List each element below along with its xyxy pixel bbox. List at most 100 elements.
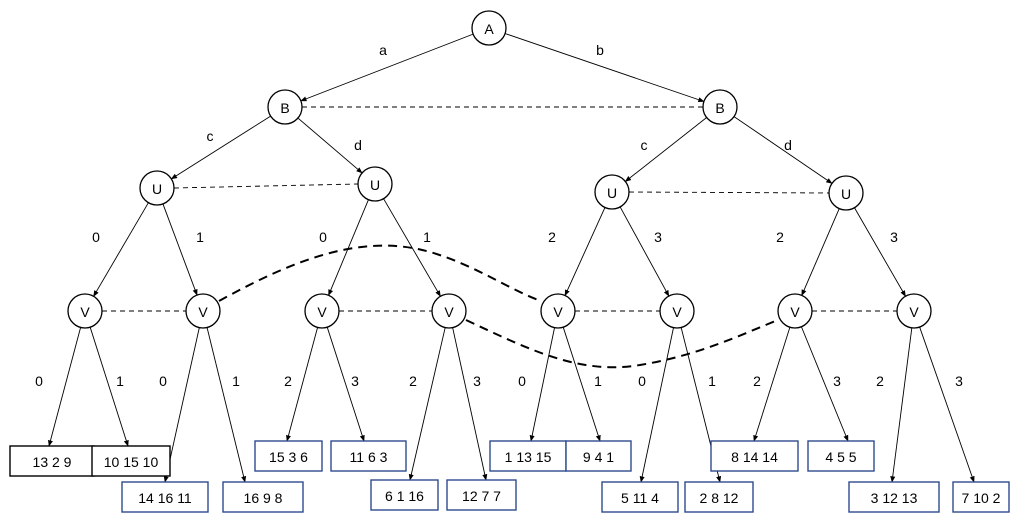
edge-label: 2 <box>284 373 292 389</box>
edge-b1-u2 <box>297 117 363 174</box>
payoff-value: 14 16 11 <box>138 490 192 506</box>
node-circle <box>659 293 695 329</box>
payoff-value: 3 12 13 <box>871 490 918 506</box>
payoff-value: 4 5 5 <box>825 449 856 465</box>
edge-label: 2 <box>753 373 761 389</box>
node-label: U <box>841 186 851 202</box>
edge-u1-v2 <box>162 203 198 296</box>
payoff-box-border <box>370 479 439 511</box>
payoff-box-l5: 15 3 6 <box>254 440 323 472</box>
payoff-box-border <box>121 481 209 513</box>
edge-a-b1 <box>300 33 474 102</box>
payoff-box-border <box>710 440 799 472</box>
edge-label: 1 <box>708 373 716 389</box>
node-u1: U <box>139 170 175 206</box>
information-set-curve <box>218 244 542 302</box>
payoff-box-l11: 5 11 4 <box>601 481 679 513</box>
edge-v4-l7 <box>408 327 446 481</box>
node-circle <box>304 293 340 329</box>
edge-v7-l13 <box>753 327 791 442</box>
node-circle <box>777 293 813 329</box>
node-v1: V <box>67 293 103 329</box>
edge-v1-l2 <box>89 327 129 447</box>
payoff-box-border <box>601 481 679 513</box>
payoff-value: 16 9 8 <box>244 490 283 506</box>
payoff-value: 8 14 14 <box>731 449 778 465</box>
node-circle <box>267 89 303 125</box>
information-set-line <box>173 183 359 189</box>
edge-label: 2 <box>876 373 884 389</box>
node-u4: U <box>828 175 864 211</box>
edge-v3-l5 <box>286 327 319 442</box>
payoff-value: 9 4 1 <box>583 449 614 465</box>
node-label: V <box>672 304 682 320</box>
edge-v2-l4 <box>206 327 247 483</box>
edge-label: 1 <box>594 373 602 389</box>
edge-label: 3 <box>473 373 481 389</box>
edge-label: a <box>379 42 387 58</box>
payoff-box-l14: 4 5 5 <box>807 440 875 472</box>
payoff-box-l2: 10 15 10 <box>91 445 171 477</box>
node-circle <box>431 293 467 329</box>
payoff-value: 5 11 4 <box>621 490 659 506</box>
edge-v5-l9 <box>529 327 555 442</box>
node-label: V <box>444 304 454 320</box>
payoff-box-l8: 12 7 7 <box>446 479 517 511</box>
node-label: U <box>152 181 162 197</box>
node-v8: V <box>896 293 932 329</box>
edge-label: c <box>641 137 648 153</box>
node-label: B <box>715 100 724 116</box>
node-b2: B <box>702 89 738 125</box>
payoff-box-l6: 11 6 3 <box>330 440 407 472</box>
information-sets <box>102 106 897 369</box>
node-label: V <box>80 304 90 320</box>
node-circle <box>702 89 738 125</box>
edge-u4-v7 <box>801 208 840 296</box>
node-label: V <box>198 304 208 320</box>
edge-label: 2 <box>409 373 417 389</box>
edge-v5-l10 <box>562 327 601 442</box>
edge-v6-l11 <box>639 327 674 483</box>
edge-label: d <box>354 137 362 153</box>
payoff-box-border <box>489 440 567 472</box>
payoff-value: 11 6 3 <box>350 449 388 465</box>
node-circle <box>896 293 932 329</box>
payoff-box-l13: 8 14 14 <box>710 440 799 472</box>
payoff-box-border <box>565 440 632 472</box>
node-v2: V <box>185 293 221 329</box>
edge-u3-v5 <box>564 207 606 297</box>
payoff-box-border <box>254 440 323 472</box>
edge-label: 1 <box>116 373 124 389</box>
payoff-box-border <box>952 481 1010 513</box>
edge-u3-v6 <box>619 206 670 297</box>
payoff-value: 15 3 6 <box>269 449 308 465</box>
node-circle <box>139 170 175 206</box>
payoff-box-border <box>222 481 304 513</box>
node-label: B <box>280 100 289 116</box>
node-u2: U <box>357 166 393 202</box>
node-label: V <box>790 304 800 320</box>
edge-label: 3 <box>955 373 963 389</box>
node-b1: B <box>267 89 303 125</box>
edge-v8-l15 <box>890 327 913 483</box>
payoff-value: 6 1 16 <box>385 488 424 504</box>
node-label: V <box>909 304 919 320</box>
payoff-box-l12: 2 8 12 <box>684 481 754 513</box>
edge-v8-l16 <box>919 326 975 483</box>
node-circle <box>357 166 393 202</box>
payoff-value: 10 15 10 <box>104 454 159 470</box>
edge-label: 0 <box>518 373 526 389</box>
edge-label: 1 <box>232 373 240 389</box>
node-v7: V <box>777 293 813 329</box>
payoff-box-l4: 16 9 8 <box>222 481 304 513</box>
node-v6: V <box>659 293 695 329</box>
payoff-box-border <box>446 479 517 511</box>
edge-label: 2 <box>548 229 556 245</box>
node-label: V <box>317 304 327 320</box>
payoff-value: 7 10 2 <box>962 490 1001 506</box>
node-u3: U <box>594 174 630 210</box>
node-circle <box>540 293 576 329</box>
edge-b2-u4 <box>733 116 833 184</box>
